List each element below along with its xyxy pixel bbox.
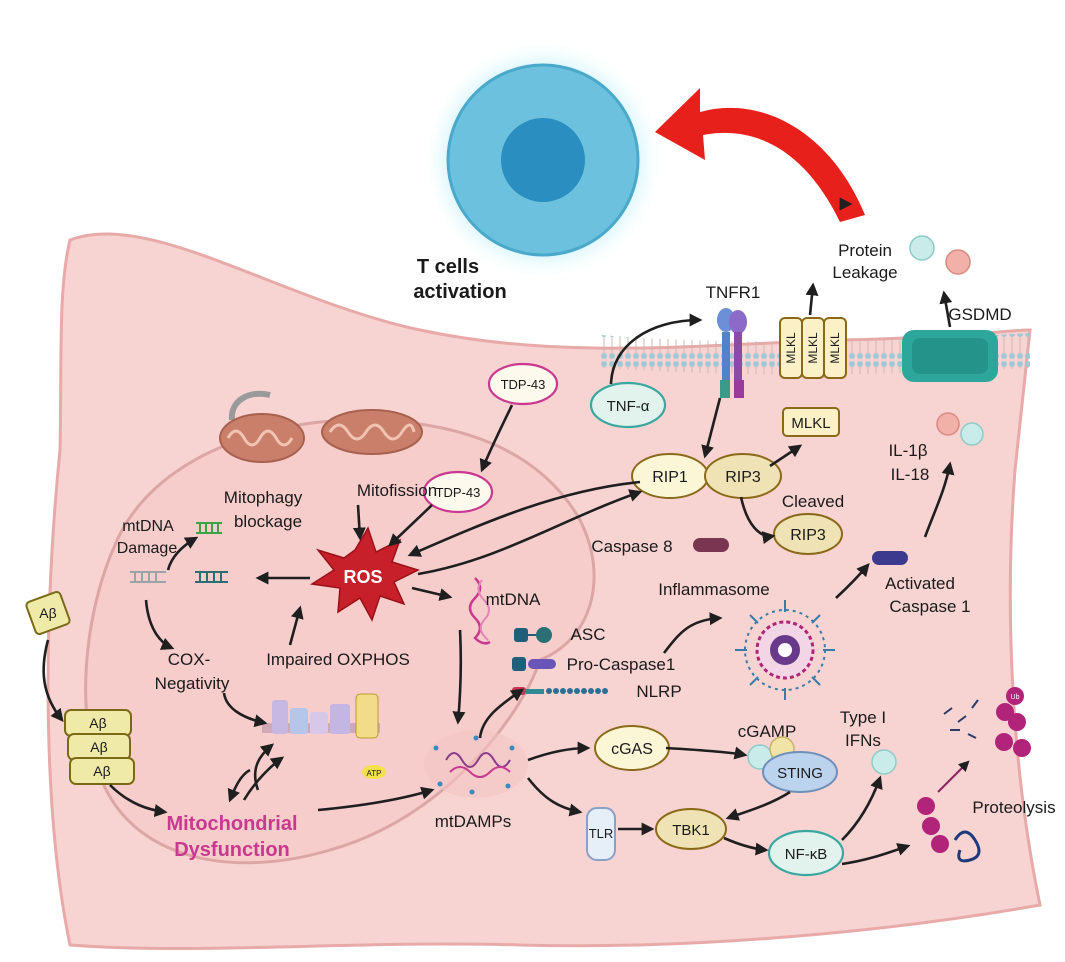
gsdmd-pore (902, 330, 998, 382)
il1b-label: IL-1β (888, 441, 927, 460)
tbk1-node (655, 808, 727, 850)
cox-negativity-label-1: COX- (168, 650, 211, 669)
mlkl-oligomer-label-3: MLKL (828, 332, 842, 364)
abeta-single-node (25, 590, 71, 636)
mitofission-mitochondrion-icon (321, 409, 423, 455)
nfkb-label: NF-κB (785, 846, 828, 863)
pathway-arrows (42, 282, 955, 866)
cgas-label: cGAS (611, 741, 653, 758)
mitophagy-mitochondrion-icon (219, 390, 305, 463)
rip3-node (704, 453, 782, 499)
red-activation-arrow (655, 88, 865, 222)
activated-caspase1-icon (872, 551, 908, 565)
abeta-single-label: Aβ (39, 605, 56, 621)
oxphos-complexes-icon: ATP (262, 693, 386, 779)
ub-protein-fragments-icon (943, 699, 979, 739)
ub-cluster-bottom-icon (917, 797, 981, 863)
cleaved-rip3-label: RIP3 (790, 527, 826, 544)
ifn-molecule (871, 749, 897, 775)
proteolysis-label: Proteolysis (972, 798, 1055, 817)
tnf-alpha-node (589, 381, 667, 429)
inflammasome-icon (735, 600, 835, 700)
type1-ifns-label-1: Type I (840, 708, 886, 727)
atp-label: ATP (367, 769, 382, 778)
mtdna-damage-label-2: Damage (117, 540, 178, 557)
mlkl-label: MLKL (791, 415, 830, 432)
nfkb-node (767, 829, 845, 877)
protein-leakage-label-1: Protein (838, 241, 892, 260)
inflammasome-label: Inflammasome (658, 580, 769, 599)
il1b-molecule (936, 412, 960, 436)
il18-label: IL-18 (891, 465, 930, 484)
activated-caspase1-label-2: Caspase 1 (889, 597, 970, 616)
tlr-label: TLR (589, 826, 614, 841)
proteolysis-arrow (937, 760, 970, 793)
tdp43-mid-label: TDP-43 (436, 485, 481, 500)
tlr-node (586, 807, 616, 861)
abeta-stack-label-1: Aβ (89, 715, 106, 731)
nlrp-label: NLRP (636, 682, 681, 701)
protein-leakage-label-2: Leakage (832, 263, 897, 282)
ub-cluster-top-icon: Ub (995, 687, 1031, 757)
mitophagy-label-1: Mitophagy (224, 488, 303, 507)
mlkl-oligomer-label-2: MLKL (806, 332, 820, 364)
dna-grey-icon (130, 571, 166, 583)
mitofission-label: Mitofission (357, 481, 437, 500)
rip3-label: RIP3 (725, 469, 761, 486)
il18-molecule (960, 422, 984, 446)
mitochondrial-dysfunction-label-2: Dysfunction (174, 839, 290, 861)
impaired-oxphos-label: Impaired OXPHOS (266, 650, 410, 669)
caspase8-icon (693, 538, 729, 552)
type1-ifns-label-2: IFNs (845, 731, 881, 750)
tnfr1-label: TNFR1 (706, 283, 761, 302)
abeta-stack-label-2: Aβ (90, 739, 107, 755)
tnfr1-receptor (717, 308, 747, 398)
t-cells-activation-label-1: T cells (417, 256, 479, 278)
rip1-label: RIP1 (652, 469, 688, 486)
abeta-stack-label-3: Aβ (93, 763, 110, 779)
cgamp-label: cGAMP (738, 722, 797, 741)
tdp43-top-node (487, 362, 559, 406)
mtdamps-cloud-icon (424, 730, 528, 798)
mlkl-node (782, 407, 840, 437)
leaked-protein-salmon (945, 249, 971, 275)
pro-caspase1-icon (512, 657, 556, 671)
cox-negativity-label-2: Negativity (155, 674, 230, 693)
mlkl-oligomer-label-1: MLKL (784, 332, 798, 364)
damaged-dna-icon (196, 522, 222, 534)
sting-label: STING (777, 765, 823, 782)
dna-teal-icon (195, 571, 228, 583)
tdp43-mid-node (422, 470, 494, 514)
mlkl-oligomer (779, 317, 847, 379)
mtdna-icon-strand (477, 579, 490, 641)
sting-node (762, 751, 838, 793)
caspase8-label: Caspase 8 (591, 537, 672, 556)
tbk1-label: TBK1 (672, 822, 710, 839)
t-cell-nucleus (501, 118, 585, 202)
asc-label: ASC (571, 625, 606, 644)
mitochondrial-dysfunction-label-1: Mitochondrial (166, 813, 297, 835)
mtdna-label: mtDNA (486, 590, 541, 609)
pro-caspase1-label: Pro-Caspase1 (567, 655, 676, 674)
mitophagy-label-2: blockage (234, 512, 302, 531)
leaked-protein-teal (909, 235, 935, 261)
gsdmd-label: GSDMD (948, 305, 1011, 324)
tnf-alpha-label: TNF-α (607, 398, 650, 415)
mtdamps-label: mtDAMPs (435, 812, 512, 831)
mtdna-damage-label-1: mtDNA (122, 518, 174, 535)
tdp43-top-label: TDP-43 (501, 377, 546, 392)
asc-icon (514, 627, 552, 643)
ros-label: ROS (343, 567, 382, 587)
activated-caspase1-label-1: Activated (885, 574, 955, 593)
abeta-stack-node-3 (69, 757, 135, 785)
t-cells-activation-label-2: activation (413, 281, 506, 303)
cleaved-label: Cleaved (782, 492, 844, 511)
ub-label: Ub (1011, 694, 1020, 701)
